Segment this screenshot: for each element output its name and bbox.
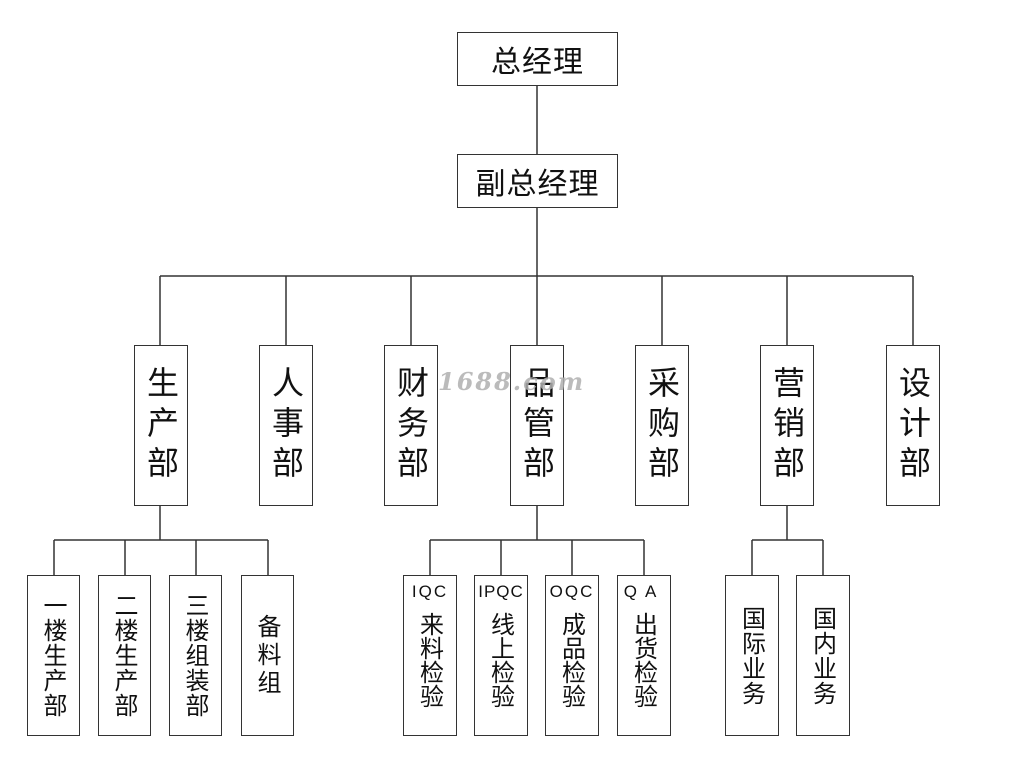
- subunit-label: 备料组: [253, 613, 281, 698]
- qc-label: 成品检验: [557, 612, 586, 708]
- qc-node: QA 出货检验: [617, 575, 671, 736]
- qc-code: IPQC: [478, 582, 524, 601]
- dept-finance: 财务部: [384, 345, 438, 506]
- qc-label: 出货检验: [629, 612, 658, 708]
- qc-label: 线上检验: [486, 612, 515, 708]
- subunit-label: 二楼生产部: [110, 593, 138, 718]
- qc-node: IPQC 线上检验: [474, 575, 528, 736]
- dept-production: 生产部: [134, 345, 188, 506]
- dept-label: 采购部: [643, 365, 681, 486]
- deputy-label: 副总经理: [475, 167, 600, 202]
- ceo-label: 总经理: [491, 45, 584, 80]
- dept-label: 品管部: [518, 365, 556, 486]
- subunit-node: 一楼生产部: [27, 575, 80, 736]
- subunit-node: 三楼组装部: [169, 575, 222, 736]
- subunit-label: 国际业务: [737, 605, 766, 706]
- watermark: 1688.com: [438, 367, 586, 396]
- dept-hr: 人事部: [259, 345, 313, 506]
- subunit-node: 二楼生产部: [98, 575, 151, 736]
- ceo-node: 总经理: [457, 32, 618, 86]
- subunit-node: 备料组: [241, 575, 294, 736]
- dept-quality: 品管部: [510, 345, 564, 506]
- qc-code: OQC: [549, 582, 595, 601]
- dept-design: 设计部: [886, 345, 940, 506]
- deputy-node: 副总经理: [457, 154, 618, 208]
- dept-label: 设计部: [894, 365, 932, 486]
- subunit-label: 国内业务: [808, 605, 837, 706]
- qc-code: IQC: [411, 582, 449, 601]
- qc-code: QA: [623, 582, 665, 601]
- dept-marketing: 营销部: [760, 345, 814, 506]
- subunit-node: 国际业务: [725, 575, 779, 736]
- dept-label: 营销部: [768, 365, 806, 486]
- dept-purchasing: 采购部: [635, 345, 689, 506]
- subunit-label: 三楼组装部: [181, 593, 209, 718]
- subunit-label: 一楼生产部: [39, 593, 67, 718]
- qc-node: IQC 来料检验: [403, 575, 457, 736]
- dept-label: 生产部: [142, 365, 180, 486]
- dept-label: 财务部: [392, 365, 430, 486]
- qc-node: OQC 成品检验: [545, 575, 599, 736]
- qc-label: 来料检验: [415, 612, 444, 708]
- dept-label: 人事部: [267, 365, 305, 486]
- subunit-node: 国内业务: [796, 575, 850, 736]
